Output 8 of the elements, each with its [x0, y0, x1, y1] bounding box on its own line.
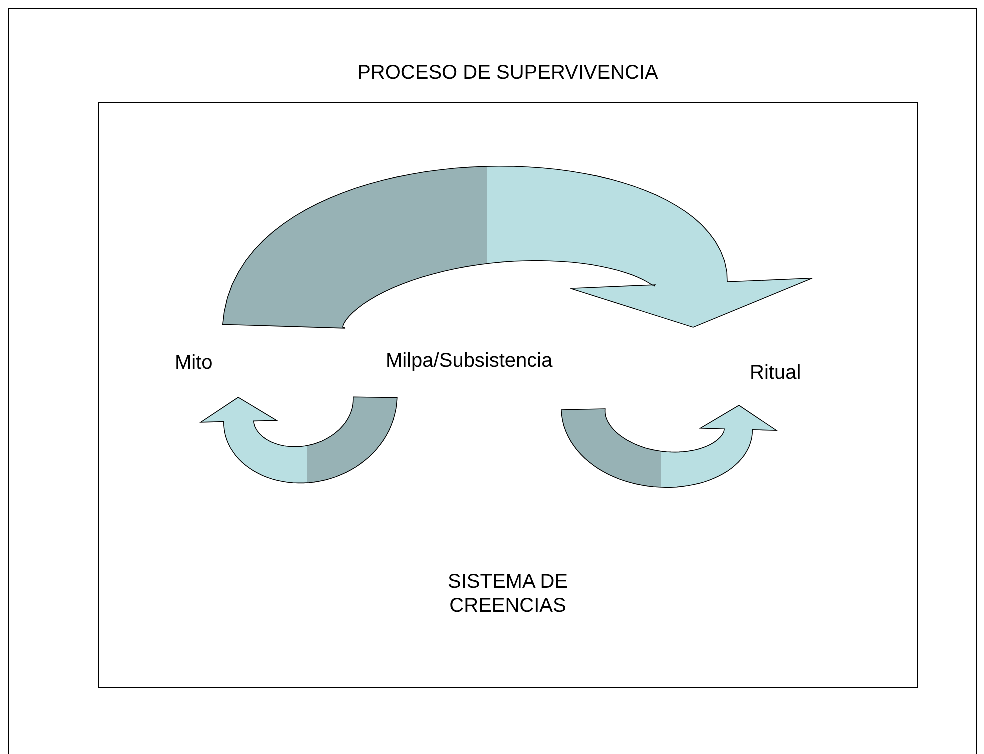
system-label: SISTEMA DE CREENCIAS: [446, 570, 570, 618]
curved-block-arrow: [200, 396, 398, 484]
node-label: Ritual: [750, 362, 802, 385]
node-label: Milpa/Subsistencia: [386, 350, 553, 373]
curved-block-arrow: [560, 405, 778, 488]
node-heading: PROCESO DE SUPERVIVENCIA: [356, 62, 660, 85]
curved-block-arrow: [222, 166, 813, 329]
node-label: Mito: [175, 352, 213, 375]
